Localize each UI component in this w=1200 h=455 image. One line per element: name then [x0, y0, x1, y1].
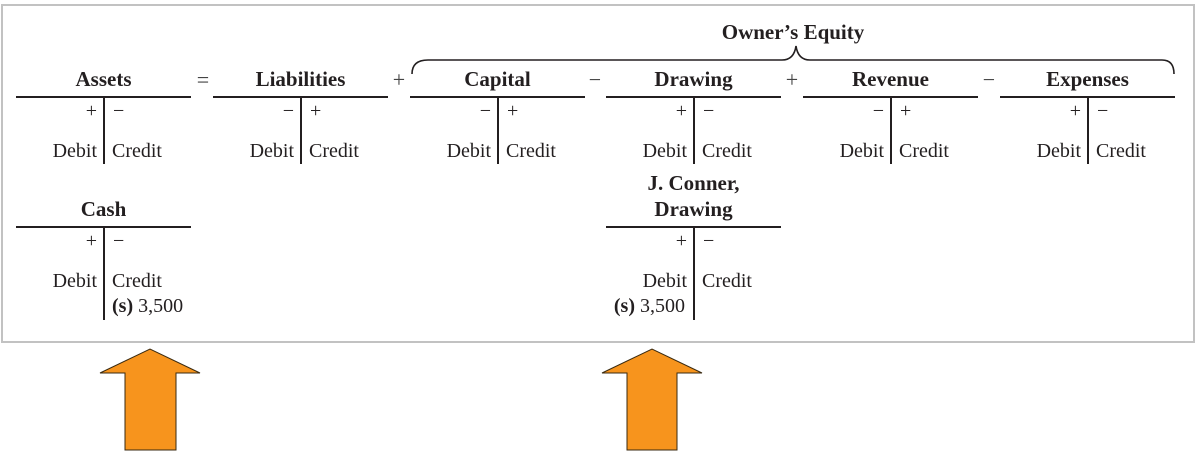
owners-equity-label: Owner’s Equity: [721, 20, 865, 44]
equation-operator: −: [588, 67, 602, 92]
account-top-line: [410, 96, 585, 98]
account-title: Capital: [464, 67, 531, 91]
transaction-entry: (s) 3,500: [614, 295, 685, 318]
credit-label: Credit: [1096, 140, 1146, 162]
transaction-tag: (s): [613, 295, 635, 317]
account-title: Liabilities: [255, 67, 346, 91]
debit-label: Debit: [52, 140, 97, 162]
debit-label: Debit: [1036, 140, 1081, 162]
debit-label: Debit: [642, 140, 687, 162]
debit-label: Debit: [839, 140, 884, 162]
t-account-top-line: [16, 226, 191, 228]
account-top-line: [16, 96, 191, 98]
equation-operator: =: [196, 67, 210, 92]
credit-label: Credit: [702, 270, 752, 292]
credit-label: Credit: [112, 140, 162, 162]
account-divider: [300, 98, 302, 164]
increase-decrease-sign: −: [479, 100, 491, 122]
increase-decrease-sign: +: [85, 230, 97, 252]
transaction-tag: (s): [112, 295, 134, 317]
debit-label: Debit: [249, 140, 294, 162]
transaction-amount: 3,500: [138, 295, 184, 317]
equation-operator: +: [785, 67, 799, 92]
increase-decrease-sign: +: [507, 100, 519, 122]
t-account-divider: [103, 228, 105, 320]
increase-decrease-sign: −: [1097, 100, 1109, 122]
account-divider: [890, 98, 892, 164]
increase-decrease-sign: −: [703, 230, 715, 252]
credit-label: Credit: [899, 140, 949, 162]
credit-label: Credit: [112, 270, 162, 292]
account-divider: [103, 98, 105, 164]
t-account-title: Cash: [80, 197, 127, 221]
increase-decrease-sign: −: [872, 100, 884, 122]
increase-decrease-sign: −: [282, 100, 294, 122]
credit-label: Credit: [309, 140, 359, 162]
up-arrow-icon: [601, 348, 703, 451]
account-title: Drawing: [654, 67, 733, 91]
increase-decrease-sign: +: [85, 100, 97, 122]
t-account-title-line1: J. Conner,: [647, 171, 740, 195]
equation-operator: −: [982, 67, 996, 92]
account-divider: [693, 98, 695, 164]
t-account-divider: [693, 228, 695, 320]
increase-decrease-sign: +: [900, 100, 912, 122]
account-title: Revenue: [852, 67, 929, 91]
increase-decrease-sign: +: [310, 100, 322, 122]
up-arrow-icon: [99, 348, 201, 451]
t-account-title-line2: Drawing: [654, 197, 733, 221]
equation-operator: +: [392, 67, 406, 92]
increase-decrease-sign: +: [675, 100, 687, 122]
debit-label: Debit: [642, 270, 687, 292]
account-top-line: [606, 96, 781, 98]
account-title: Assets: [75, 67, 132, 91]
credit-label: Credit: [702, 140, 752, 162]
increase-decrease-sign: −: [703, 100, 715, 122]
account-divider: [1087, 98, 1089, 164]
t-account-top-line: [606, 226, 781, 228]
account-divider: [497, 98, 499, 164]
account-top-line: [803, 96, 978, 98]
increase-decrease-sign: −: [113, 100, 125, 122]
increase-decrease-sign: +: [675, 230, 687, 252]
account-top-line: [1000, 96, 1175, 98]
account-top-line: [213, 96, 388, 98]
credit-label: Credit: [506, 140, 556, 162]
transaction-entry: (s) 3,500: [112, 295, 183, 318]
increase-decrease-sign: +: [1069, 100, 1081, 122]
debit-label: Debit: [52, 270, 97, 292]
account-title: Expenses: [1046, 67, 1129, 91]
transaction-amount: 3,500: [640, 295, 685, 317]
increase-decrease-sign: −: [113, 230, 125, 252]
debit-label: Debit: [446, 140, 491, 162]
